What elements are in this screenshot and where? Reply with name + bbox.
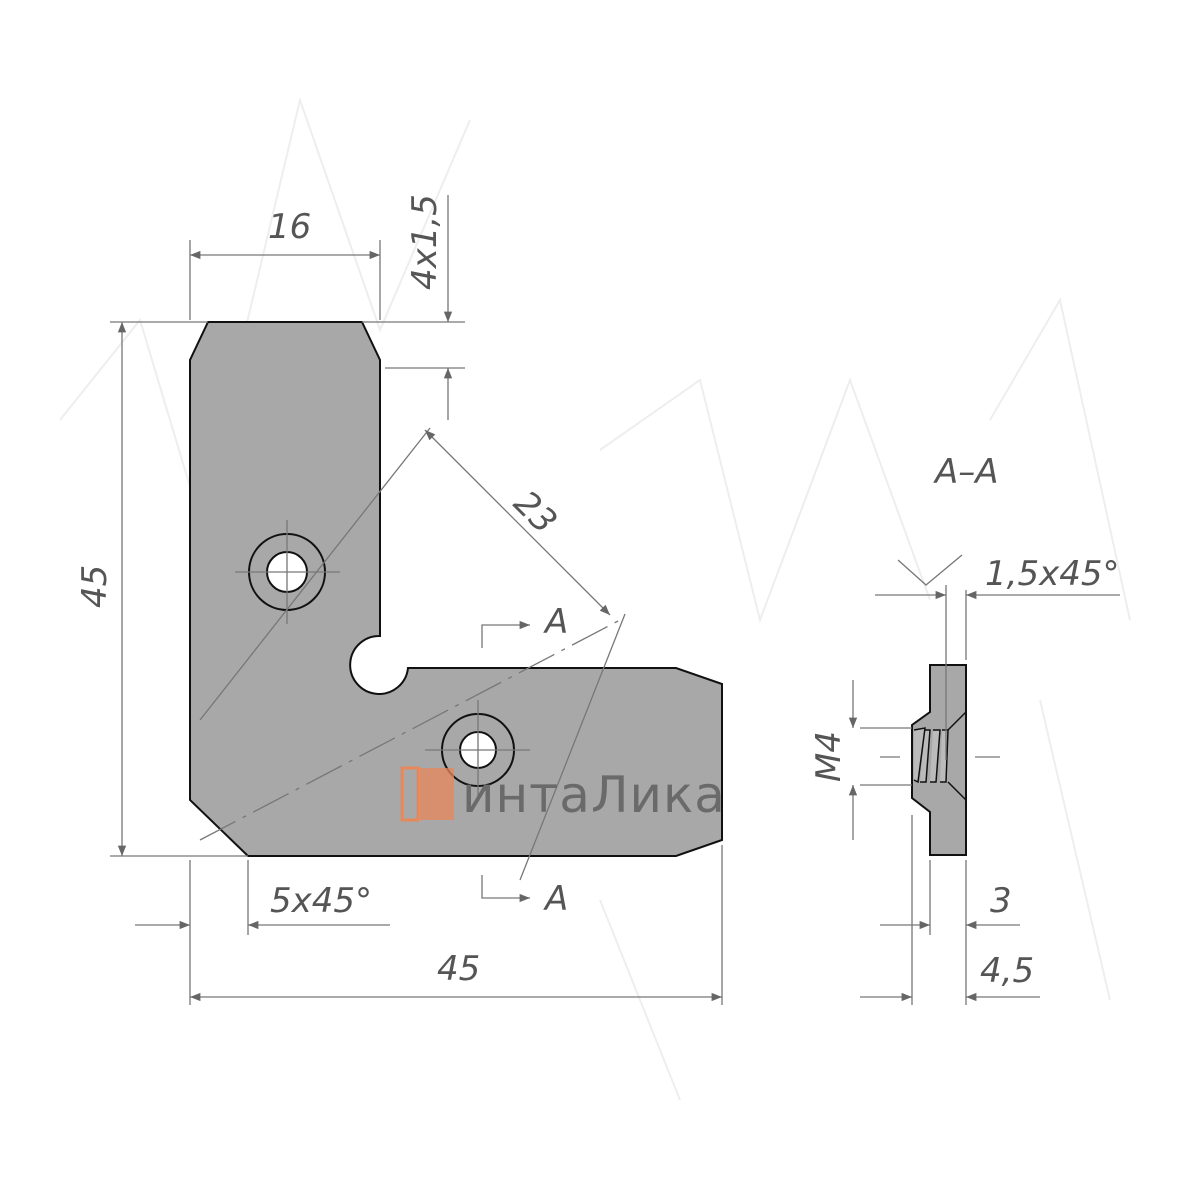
section-title: A–A bbox=[933, 452, 999, 492]
dim-width: 45 bbox=[437, 949, 480, 989]
watermark-pattern bbox=[59, 96, 1131, 1101]
dim-thread: M4 bbox=[809, 731, 849, 782]
dim-diagonal: 23 bbox=[506, 483, 565, 542]
dim-section-chamfer: 1,5x45° bbox=[985, 554, 1119, 594]
center-lines bbox=[199, 520, 621, 841]
dim-chamfer-bottom: 5x45° bbox=[270, 881, 372, 921]
dim-thickness-total: 4,5 bbox=[980, 951, 1034, 991]
dimension-lines bbox=[110, 195, 723, 1005]
dim-thickness-inner: 3 bbox=[990, 881, 1012, 921]
section-mark-top: A bbox=[543, 602, 568, 642]
dim-chamfer-top: 4x1,5 bbox=[405, 194, 445, 290]
dim-width-top: 16 bbox=[268, 207, 311, 247]
corner-bracket-part bbox=[189, 321, 723, 857]
section-mark-bottom: A bbox=[543, 879, 568, 919]
dim-height: 45 bbox=[75, 565, 115, 608]
logo-text: интаЛика bbox=[462, 766, 726, 824]
intalika-logo: интаЛика bbox=[400, 766, 726, 824]
section-view bbox=[848, 554, 1120, 1005]
